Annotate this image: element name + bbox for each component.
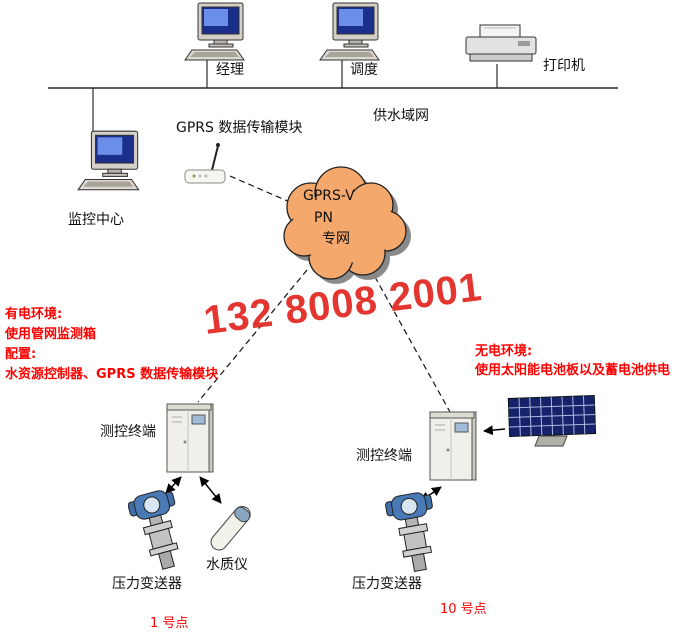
manager-computer-icon (183, 2, 255, 62)
label-water-quality: 水质仪 (206, 557, 248, 573)
left-terminal-to-waterquality-arrow (199, 476, 222, 504)
note-powered-title: 有电环境: (5, 307, 63, 322)
label-printer: 打印机 (543, 58, 585, 74)
printer-icon (462, 24, 540, 64)
gprs-cloud-shape (283, 166, 407, 280)
label-dispatcher: 调度 (350, 62, 378, 78)
cloud-text-line1: GPRS-V (303, 188, 355, 204)
label-point-1: 1 号点 (150, 616, 189, 631)
label-point-10: 10 号点 (440, 602, 487, 617)
dispatcher-computer-icon (318, 2, 390, 62)
label-gprs-module: GPRS 数据传输模块 (176, 120, 303, 136)
note-powered-line2: 配置: (5, 347, 37, 362)
note-powered-line1: 使用管网监测箱 (5, 327, 97, 342)
label-monitor-center: 监控中心 (68, 212, 124, 228)
label-pressure-left: 压力变送器 (112, 576, 182, 592)
label-lan: 供水域网 (373, 108, 429, 124)
cloud-to-right-terminal-link (369, 267, 451, 413)
cloud-to-left-terminal-link (197, 269, 308, 403)
note-unpowered-line1: 使用太阳能电池板以及蓄电池供电 (475, 363, 671, 378)
note-powered-line3: 水资源控制器、GPRS 数据传输模块 (5, 367, 219, 382)
right-terminal-cabinet-icon (427, 410, 479, 484)
note-unpowered-title: 无电环境: (475, 344, 533, 359)
left-pressure-transmitter-icon (128, 490, 190, 576)
right-pressure-transmitter-icon (383, 492, 445, 578)
solar-panel-icon (505, 394, 599, 452)
modem-to-cloud-link (229, 175, 293, 204)
cloud-text-line3: 专网 (322, 231, 350, 247)
label-terminal-left: 测控终端 (100, 424, 156, 440)
label-terminal-right: 测控终端 (356, 448, 412, 464)
solar-to-terminal-arrow (483, 425, 506, 436)
cloud-text-line2: PN (314, 210, 333, 226)
gprs-modem-icon (182, 140, 230, 190)
monitoring-center-computer-icon (76, 130, 150, 192)
left-terminal-cabinet-icon (164, 402, 216, 476)
label-manager: 经理 (216, 62, 244, 78)
left-terminal-to-pressure-arrow (165, 476, 182, 494)
water-quality-meter-icon (203, 500, 257, 558)
label-pressure-right: 压力变送器 (352, 576, 422, 592)
